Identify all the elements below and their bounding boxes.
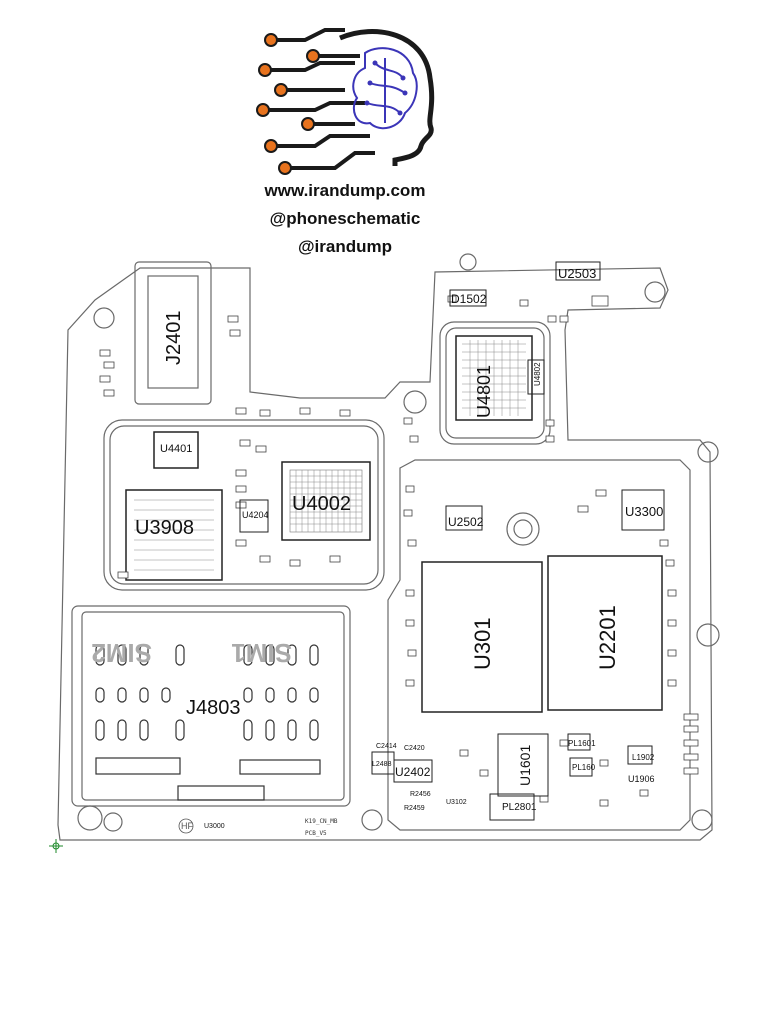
label-u2402: U2402 [395,765,431,779]
label-u3300: U3300 [625,504,663,519]
label-l1902: L1902 [632,753,655,762]
brain-circuit-logo-icon [256,28,435,175]
u4801-body [455,335,533,421]
label-u1906: U1906 [628,774,655,784]
label-pl160: PL160 [572,763,596,772]
label-u2502: U2502 [448,515,484,529]
label-sim2: SIM2 [91,638,152,668]
label-c2420: C2420 [404,745,425,752]
label-pl1601: PL1601 [568,739,596,748]
label-u3908: U3908 [135,517,194,539]
board-revision: PCB_V5 [305,830,327,837]
label-u2503: U2503 [558,266,596,281]
label-sim1: SIM1 [231,638,292,668]
u3908-body [125,489,223,581]
label-c2414: C2414 [376,743,397,750]
label-u2201: U2201 [595,605,620,670]
label-d1502: D1502 [451,292,487,306]
shield-u4801 [439,321,551,445]
label-u1601: U1601 [517,745,533,786]
label-u3102: U3102 [446,799,467,806]
website-text: www.irandump.com [264,181,426,200]
label-r2456: R2456 [410,791,431,798]
label-l2488: L2488 [372,761,392,768]
board-outline [57,267,713,841]
board-designation: K19_CN_MB [305,818,338,825]
label-u4401: U4401 [160,443,192,455]
label-j4803: J4803 [186,697,241,719]
u4002-body [281,461,371,541]
label-hf: HF [181,821,193,831]
label-u3000: U3000 [204,823,225,830]
brand-logo-block: www.irandump.com @phoneschematic @irandu… [245,18,445,268]
shield-left-upper [103,419,385,591]
label-u301: U301 [470,617,495,670]
label-u4801: U4801 [474,365,494,418]
shield-right-main [387,459,691,831]
handle-phoneschematic-text: @phoneschematic [269,209,421,228]
u2201-body [547,555,663,711]
label-u4002: U4002 [292,493,351,515]
origin-crosshair-icon [49,839,63,853]
u4401-body [153,431,199,469]
label-r2459: R2459 [404,805,425,812]
u301-body [421,561,543,713]
sim-tray-outline [71,605,351,807]
label-j2401: J2401 [163,311,185,366]
j2401-outline [134,261,212,405]
label-pl2801: PL2801 [502,802,537,813]
label-u4204: U4204 [242,510,269,520]
label-u4802: U4802 [533,362,542,386]
handle-irandump-text: @irandump [297,237,393,256]
